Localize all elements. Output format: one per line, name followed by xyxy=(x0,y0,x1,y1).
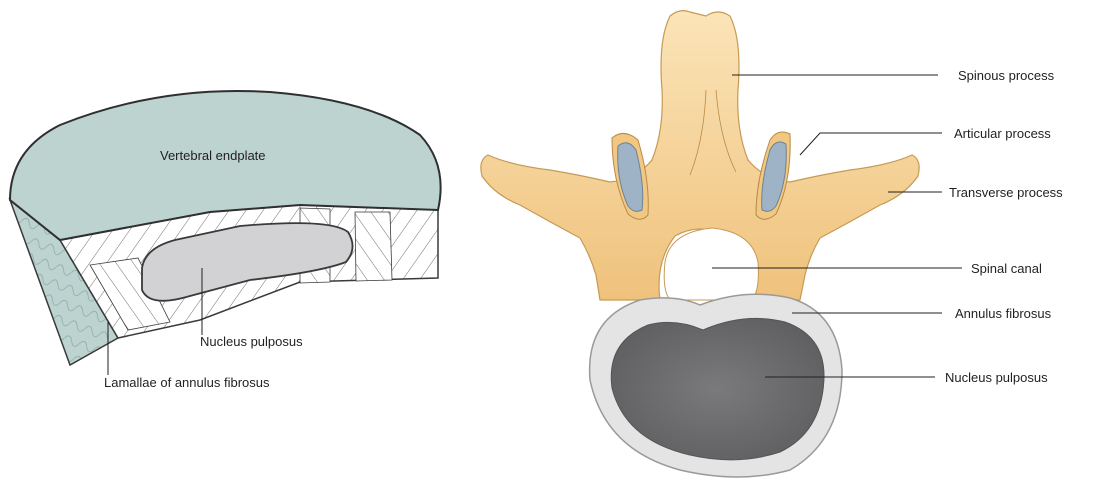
label-vertebral-endplate: Vertebral endplate xyxy=(160,148,266,163)
label-lamellae: Lamallae of annulus fibrosus xyxy=(104,375,270,390)
spinal-canal xyxy=(664,228,758,300)
label-spinal-canal: Spinal canal xyxy=(971,261,1042,276)
leader-articular xyxy=(800,133,942,155)
label-spinous-process: Spinous process xyxy=(958,68,1055,83)
vertebra-illustration: Spinous process Articular process Transv… xyxy=(481,11,1063,477)
disc-cutaway-illustration: Vertebral endplate Nucleus pulposus Lama… xyxy=(10,91,441,390)
label-transverse-process: Transverse process xyxy=(949,185,1063,200)
label-nucleus-pulposus-left: Nucleus pulposus xyxy=(200,334,303,349)
label-nucleus-pulposus-right: Nucleus pulposus xyxy=(945,370,1048,385)
label-annulus-fibrosus: Annulus fibrosus xyxy=(955,306,1052,321)
label-articular-process: Articular process xyxy=(954,126,1051,141)
disc-lamellae-band xyxy=(355,212,392,281)
